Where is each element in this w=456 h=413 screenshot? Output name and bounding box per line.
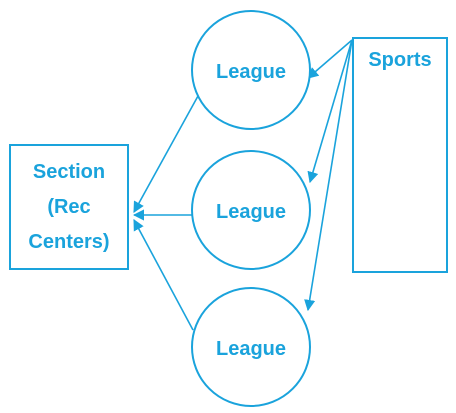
sports-box <box>352 37 448 273</box>
league-circle-3 <box>191 287 311 407</box>
league-label-1: League <box>216 61 286 83</box>
league-node-1: League <box>191 10 311 130</box>
league-circle-1 <box>191 10 311 130</box>
edge-league-3-to-section <box>133 219 194 331</box>
section-label-line-2: (Rec <box>47 196 90 218</box>
edge-sports-to-league-1 <box>307 39 353 79</box>
edge-sports-to-league-2 <box>307 39 353 184</box>
league-label-2: League <box>216 201 286 223</box>
league-label-3: League <box>216 338 286 360</box>
edge-league-1-to-section <box>133 95 199 213</box>
sports-label: Sports <box>368 49 431 71</box>
league-circle-2 <box>191 150 311 270</box>
edge-sports-to-league-3 <box>304 39 353 312</box>
section-box <box>9 144 129 270</box>
league-node-3: League <box>191 287 311 407</box>
section-node: Section (Rec Centers) <box>9 144 129 270</box>
league-node-2: League <box>191 150 311 270</box>
section-label-line-1: Section <box>33 161 105 183</box>
sports-node: Sports <box>352 37 448 273</box>
section-label-line-3: Centers) <box>28 231 109 253</box>
